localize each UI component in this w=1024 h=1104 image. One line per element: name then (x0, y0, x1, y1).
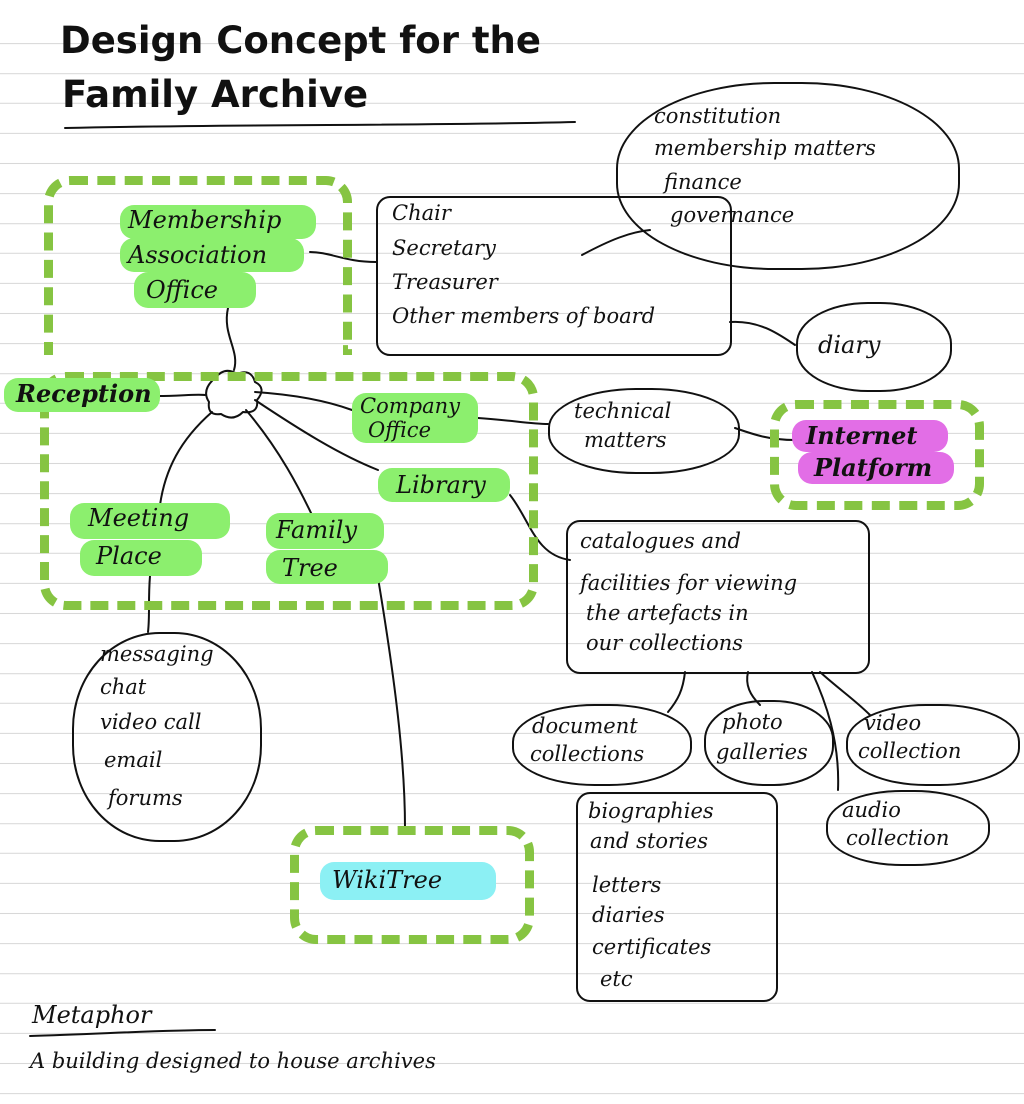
technical-cloud (548, 388, 740, 474)
messaging-cloud (72, 632, 262, 842)
catalogue-box (566, 520, 870, 674)
board-item: Other members of board (392, 304, 656, 328)
diary-label: diary (818, 331, 881, 359)
documents-item: biographies (588, 799, 714, 823)
highlight-membership (120, 205, 316, 239)
metaphor-underline (29, 1029, 216, 1037)
highlight-internet (792, 420, 948, 452)
audio-line1: audio (842, 798, 901, 822)
page-title-line1: Design Concept for the (60, 19, 541, 62)
node-library[interactable]: Library (396, 471, 486, 499)
internet-platform-outline (770, 400, 984, 510)
photo-line1: photo (722, 710, 783, 734)
video-line2: collection (858, 739, 962, 763)
edge-familytree-wikitree (377, 577, 406, 829)
documents-item: etc (600, 967, 633, 991)
messaging-item: messaging (100, 642, 214, 666)
highlight-company-office (352, 393, 478, 443)
video-collection-cloud (846, 704, 1020, 786)
title-underline (64, 121, 576, 129)
messaging-item: chat (100, 675, 147, 699)
highlight-tree (266, 550, 388, 584)
board-item: Secretary (392, 236, 496, 260)
edge-catalogue-video (819, 671, 871, 716)
metaphor-heading: Metaphor (32, 1001, 152, 1029)
page-title-line2: Family Archive (62, 73, 369, 116)
documents-item: diaries (592, 903, 665, 927)
cloud-item: governance (670, 203, 795, 227)
node-company-office-line2[interactable]: Office (368, 418, 431, 442)
messaging-item: forums (108, 786, 183, 810)
catalogue-line: catalogues and (580, 529, 741, 553)
diary-cloud (796, 302, 952, 392)
node-internet-line1[interactable]: Internet (806, 421, 918, 450)
catalogue-line: our collections (586, 631, 744, 655)
highlight-meeting (70, 503, 230, 539)
edge-catalogue-audio (811, 671, 840, 791)
edge-office-board (309, 251, 377, 263)
node-membership-line3[interactable]: Office (146, 276, 218, 304)
photo-line2: galleries (716, 740, 808, 764)
node-meeting-line2[interactable]: Place (96, 542, 162, 570)
highlight-association (120, 238, 304, 272)
cloud-item: finance (664, 170, 742, 194)
document-collections-cloud (512, 704, 692, 786)
building-outline-main (40, 372, 538, 610)
node-membership-line1[interactable]: Membership (128, 206, 282, 234)
highlight-platform (798, 452, 954, 484)
highlight-reception (4, 378, 160, 412)
board-box (376, 196, 732, 356)
edge-hub-meeting (159, 411, 213, 506)
edge-hub-familytree (245, 409, 313, 516)
node-membership-line2[interactable]: Association (128, 241, 268, 269)
technical-line1: technical (574, 399, 672, 423)
edge-company-technical (477, 417, 549, 425)
documents-item: certificates (592, 935, 712, 959)
edge-hub-library (254, 399, 379, 471)
audio-line2: collection (846, 826, 950, 850)
video-line1: video (864, 711, 922, 735)
metaphor-text: A building designed to house archives (30, 1049, 436, 1073)
audio-collection-cloud (826, 790, 990, 866)
edge-catalogue-document (667, 671, 686, 713)
documents-item: and stories (590, 829, 708, 853)
highlight-wikitree (320, 862, 496, 900)
catalogue-line: the artefacts in (586, 601, 749, 625)
node-internet-line2[interactable]: Platform (814, 453, 933, 482)
node-familytree-line1[interactable]: Family (276, 516, 357, 544)
messaging-item: video call (100, 710, 202, 734)
wikitree-outline (290, 826, 534, 944)
node-familytree-line2[interactable]: Tree (282, 554, 338, 582)
highlight-place (80, 540, 202, 576)
documents-box (576, 792, 778, 1002)
cloud-item: constitution (654, 104, 782, 128)
highlight-office (134, 272, 256, 308)
board-item: Treasurer (392, 270, 498, 294)
board-item: Chair (392, 201, 451, 225)
technical-line2: matters (584, 428, 667, 452)
edge-board-diary (729, 320, 796, 346)
highlight-library (378, 468, 510, 502)
catalogue-line: facilities for viewing (580, 571, 798, 595)
node-wikitree[interactable]: WikiTree (332, 866, 443, 894)
edge-hub-company (254, 391, 353, 411)
constitution-cloud (616, 82, 960, 270)
documents-item: letters (592, 873, 662, 897)
node-meeting-line1[interactable]: Meeting (88, 504, 190, 532)
messaging-item: email (104, 748, 163, 772)
node-company-office-line1[interactable]: Company (360, 394, 460, 418)
edge-office-hub (225, 307, 237, 371)
node-reception[interactable]: Reception (16, 379, 152, 408)
photo-galleries-cloud (704, 700, 834, 786)
document-line1: document (532, 714, 638, 738)
building-outline-top (44, 176, 352, 355)
cloud-item: membership matters (654, 136, 876, 160)
edge-reception-hub (157, 393, 206, 397)
document-line2: collections (530, 742, 645, 766)
highlight-family (266, 513, 384, 549)
